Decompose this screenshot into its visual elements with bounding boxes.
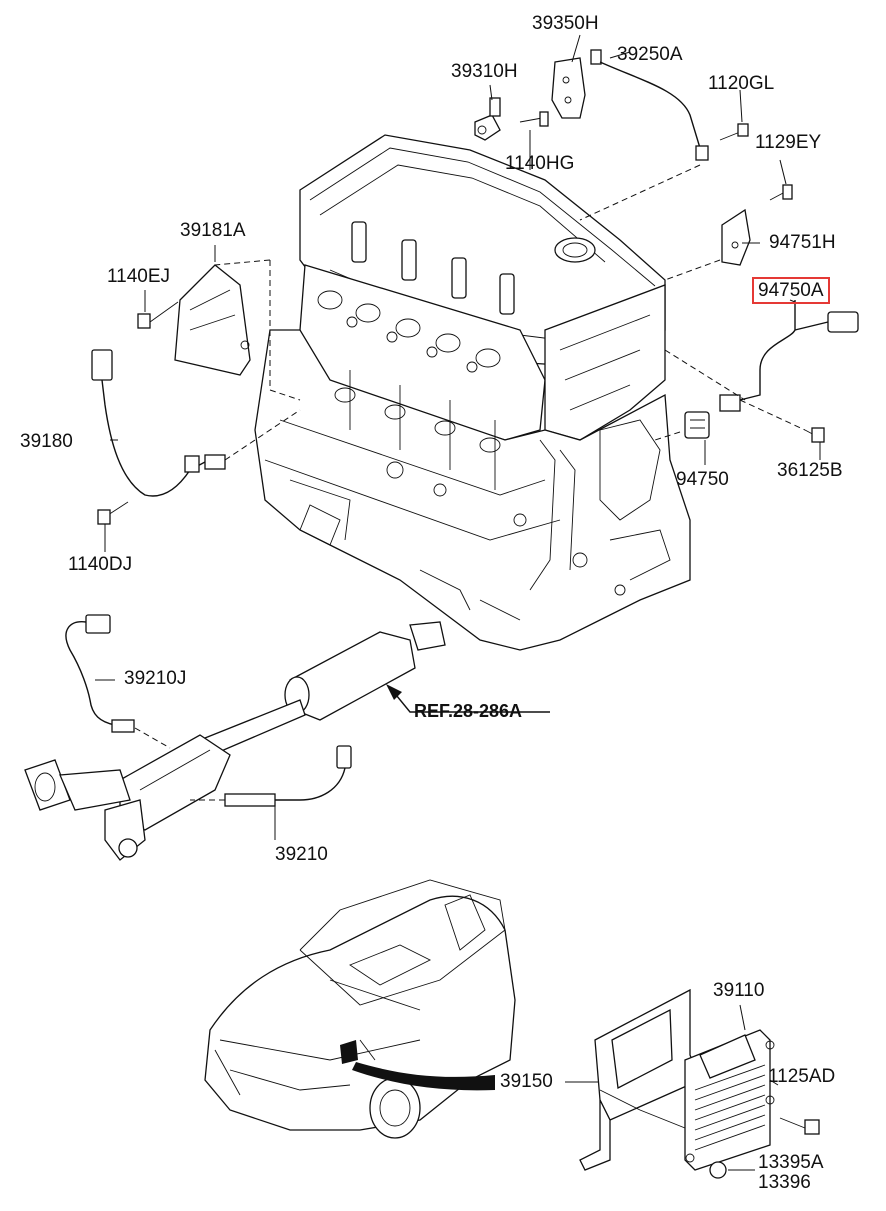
part-label-39180: 39180 — [20, 431, 73, 452]
part-label-1140hg: 1140HG — [505, 153, 575, 174]
exhaust-assembly — [24, 621, 550, 861]
leader-lines — [95, 34, 821, 681]
part-label-39210: 39210 — [275, 844, 328, 865]
oxygen-sensor-39210 — [190, 745, 352, 840]
part-label-13396: 13396 — [758, 1172, 811, 1193]
bracket-94751h-group — [664, 184, 793, 281]
part-label-94750: 94750 — [676, 469, 729, 490]
engine-assembly — [254, 134, 691, 651]
part-label-39350h: 39350H — [532, 13, 599, 34]
part-label-94751h: 94751H — [769, 232, 836, 253]
reference-label: REF.28-286A — [414, 701, 523, 721]
part-label-1120gl: 1120GL — [708, 73, 775, 94]
part-label-1129ey: 1129EY — [755, 132, 822, 153]
part-label-13395a: 13395A — [758, 1152, 824, 1173]
vehicle-outline — [204, 879, 516, 1139]
part-label-1140ej: 1140EJ — [107, 266, 171, 287]
oxygen-sensor-39180 — [91, 349, 301, 525]
part-label-39150: 39150 — [500, 1071, 553, 1092]
sensor-cable-39250a — [579, 49, 749, 221]
part-label-39310h: 39310H — [451, 61, 518, 82]
part-label-94750a-highlighted: 94750A — [752, 277, 830, 304]
part-label-39110: 39110 — [713, 980, 765, 1001]
oil-pressure-sensor-group — [654, 300, 859, 443]
part-label-1125ad: 1125AD — [768, 1066, 836, 1087]
part-label-36125b: 36125B — [777, 460, 843, 481]
cam-position-sensor-group — [474, 57, 586, 170]
part-label-39250a: 39250A — [617, 44, 683, 65]
part-label-39210j: 39210J — [124, 668, 187, 689]
part-label-39181a: 39181A — [180, 220, 246, 241]
part-label-1140dj: 1140DJ — [68, 554, 133, 575]
knock-sensor-cover-group — [137, 259, 301, 401]
oxygen-sensor-39210j — [65, 614, 171, 749]
ecu-assembly — [565, 988, 820, 1179]
